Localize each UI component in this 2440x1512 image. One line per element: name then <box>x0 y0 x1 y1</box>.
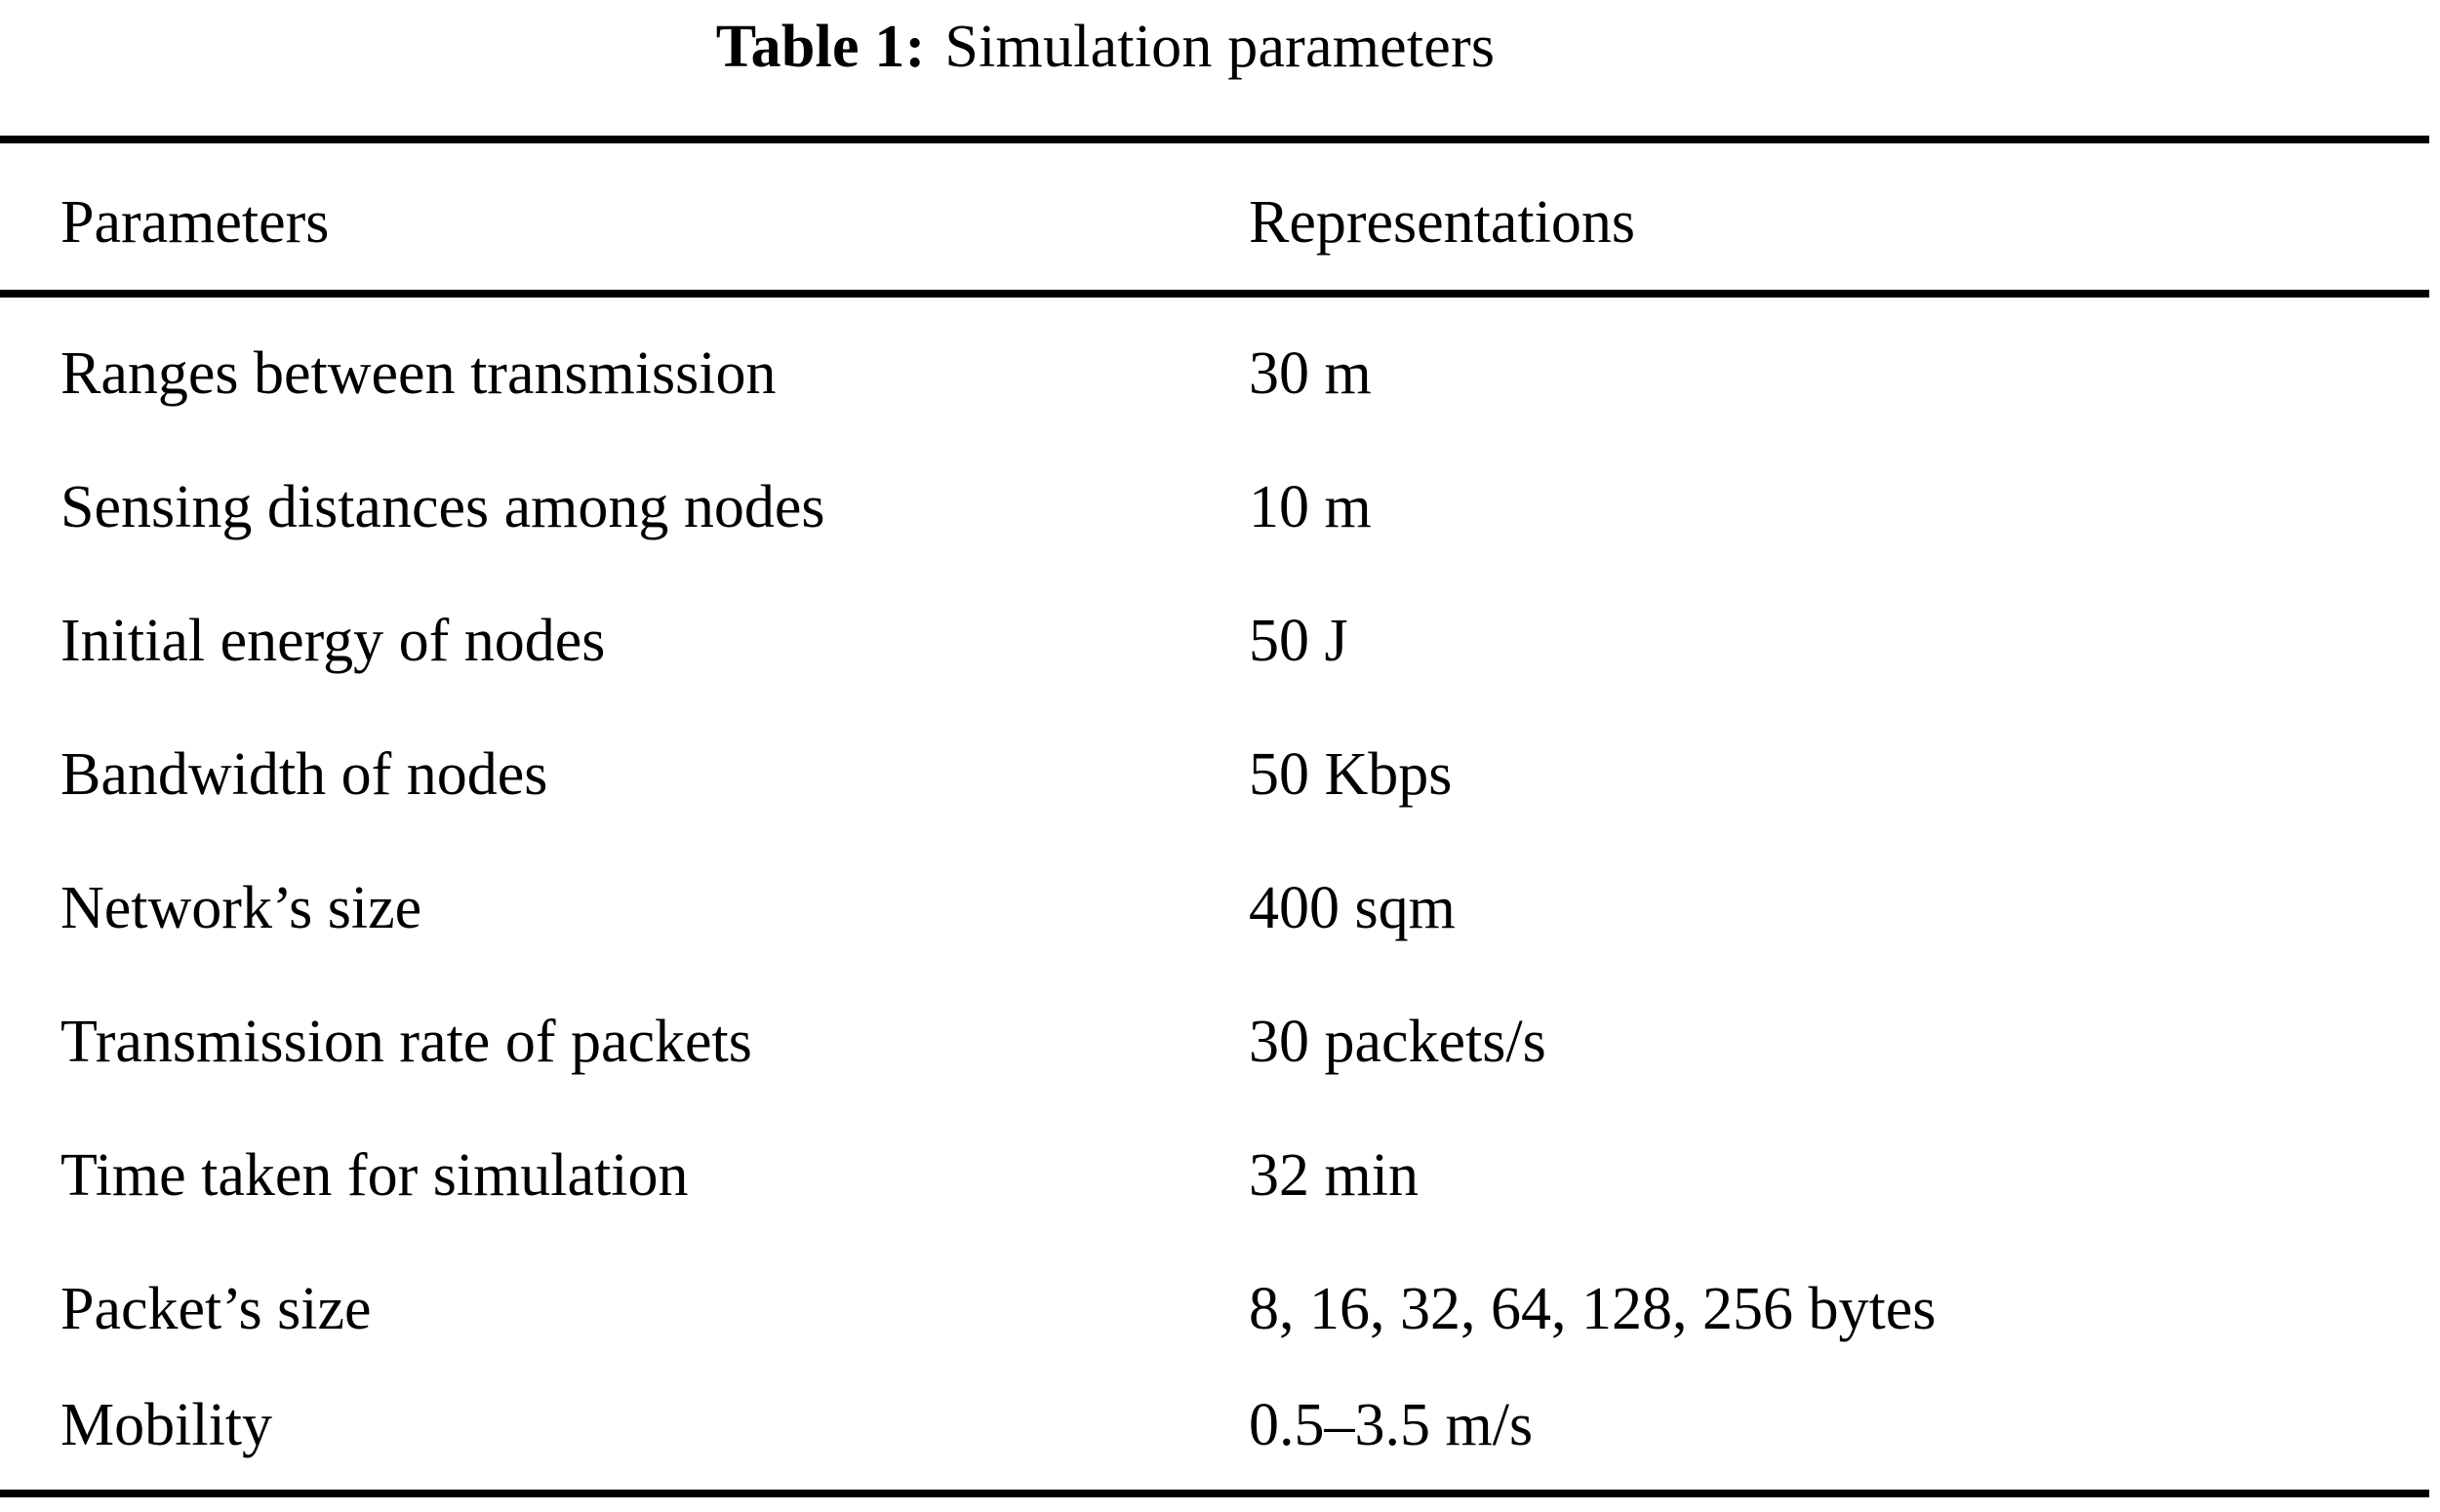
cell-representation: 30 m <box>1249 340 1372 407</box>
caption-label: Table 1: <box>715 14 926 80</box>
table-header-row: Parameters Representations <box>0 156 2429 289</box>
cell-parameter: Mobility <box>60 1392 273 1458</box>
cell-representation: 30 packets/s <box>1249 1009 1546 1075</box>
table-top-rule <box>0 136 2429 143</box>
table-row: Transmission rate of packets 30 packets/… <box>0 975 2429 1109</box>
cell-representation: 400 sqm <box>1249 875 1456 941</box>
cell-parameter: Transmission rate of packets <box>60 1009 752 1075</box>
table-bottom-rule <box>0 1490 2429 1497</box>
table-caption: Table 1: Simulation parameters <box>0 0 2440 94</box>
cell-representation: 10 m <box>1249 474 1372 540</box>
cell-parameter: Time taken for simulation <box>60 1142 689 1209</box>
table-row: Mobility 0.5–3.5 m/s <box>0 1358 2429 1492</box>
table-row: Packet’s size 8, 16, 32, 64, 128, 256 by… <box>0 1242 2429 1376</box>
cell-representation: 0.5–3.5 m/s <box>1249 1392 1534 1458</box>
cell-representation: 50 J <box>1249 608 1348 674</box>
cell-parameter: Initial energy of nodes <box>60 608 606 674</box>
cell-parameter: Sensing distances among nodes <box>60 474 825 540</box>
table-row: Network’s size 400 sqm <box>0 841 2429 975</box>
column-header-representations: Representations <box>1249 189 1636 256</box>
cell-parameter: Packet’s size <box>60 1276 372 1342</box>
caption-text: Simulation parameters <box>944 14 1496 80</box>
cell-representation: 32 min <box>1249 1142 1419 1209</box>
cell-parameter: Network’s size <box>60 875 422 941</box>
table-row: Bandwidth of nodes 50 Kbps <box>0 707 2429 842</box>
table-row: Initial energy of nodes 50 J <box>0 574 2429 708</box>
table-row: Time taken for simulation 32 min <box>0 1108 2429 1243</box>
cell-representation: 50 Kbps <box>1249 741 1453 808</box>
table-row: Sensing distances among nodes 10 m <box>0 440 2429 575</box>
table-header-rule <box>0 290 2429 298</box>
column-header-parameters: Parameters <box>60 189 330 256</box>
cell-representation: 8, 16, 32, 64, 128, 256 bytes <box>1249 1276 1937 1342</box>
cell-parameter: Ranges between transmission <box>60 340 777 407</box>
cell-parameter: Bandwidth of nodes <box>60 741 548 808</box>
table-row: Ranges between transmission 30 m <box>0 306 2429 441</box>
